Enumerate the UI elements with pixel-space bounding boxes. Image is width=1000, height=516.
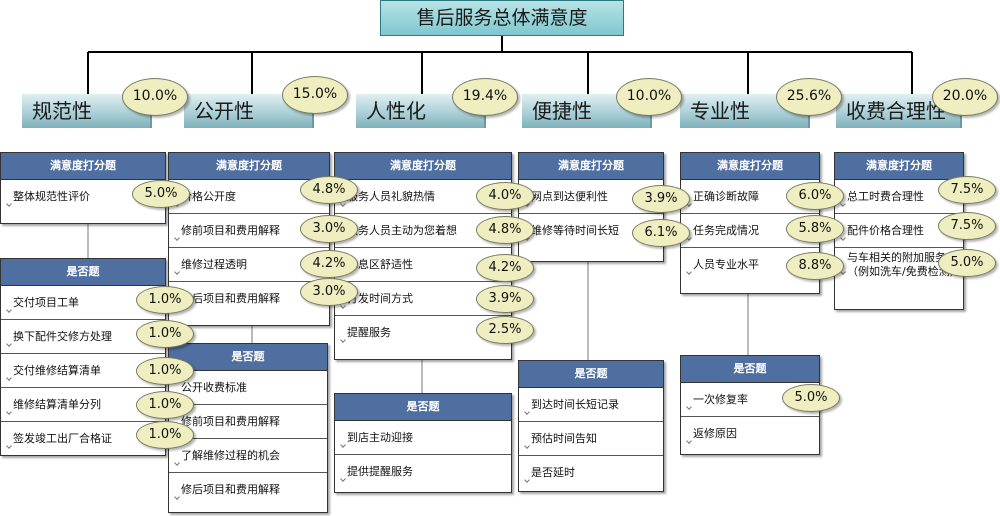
scored-header: 满意度打分题 (519, 153, 663, 180)
scored-header: 满意度打分题 (681, 153, 819, 180)
category-weight-badge: 19.4% (452, 78, 518, 116)
item-weight-badge: 2.5% (476, 316, 534, 344)
category-weight-badge: 15.0% (282, 76, 348, 114)
item-weight-badge: 3.0% (300, 215, 358, 243)
yesno-header: 是否题 (335, 394, 511, 421)
category-weight-badge: 25.6% (776, 78, 842, 116)
list-item: 预估时间告知 (519, 422, 663, 456)
list-item: 与车相关的附加服务（例如洗车/免费检测） (835, 248, 963, 310)
yesno-header: 是否题 (681, 356, 819, 383)
yesno-header: 是否题 (1, 259, 165, 286)
list-item: 到达时间长短记录 (519, 388, 663, 422)
item-weight-badge: 5.0% (938, 249, 996, 277)
category-weight-badge: 20.0% (932, 78, 998, 116)
list-item: 修后项目和费用解释 (169, 282, 329, 316)
item-weight-badge: 1.0% (136, 421, 194, 449)
yesno-box-humanization: 是否题 到店主动迎接 提供提醒服务 (334, 393, 512, 493)
item-weight-badge: 1.0% (136, 391, 194, 419)
item-weight-badge: 3.9% (632, 185, 690, 213)
scored-box-convenience: 满意度打分题 网点到达便利性 维修等待时间长短 (518, 152, 664, 262)
yesno-header: 是否题 (519, 361, 663, 388)
category-weight-badge: 10.0% (616, 78, 682, 116)
item-weight-badge: 1.0% (136, 286, 194, 314)
item-weight-badge: 5.8% (786, 215, 844, 243)
scored-header: 满意度打分题 (835, 153, 963, 180)
item-weight-badge: 7.5% (938, 176, 996, 204)
list-item: 修后项目和费用解释 (169, 473, 327, 507)
item-weight-badge: 4.0% (476, 182, 534, 210)
category-weight-badge: 10.0% (122, 78, 188, 116)
yesno-box-openness: 是否题 公开收费标准 修前项目和费用解释 了解维修过程的机会 修后项目和费用解释 (168, 343, 328, 513)
list-item: 提醒服务 (335, 316, 511, 350)
item-weight-badge: 1.0% (136, 320, 194, 348)
item-weight-badge: 7.5% (938, 212, 996, 240)
root-title: 售后服务总体满意度 (380, 0, 624, 36)
item-weight-badge: 3.0% (300, 278, 358, 306)
item-weight-badge: 4.8% (476, 216, 534, 244)
scored-header: 满意度打分题 (169, 153, 329, 180)
item-weight-badge: 5.0% (132, 180, 190, 208)
list-item: 了解维修过程的机会 (169, 439, 327, 473)
list-item: 签发竣工出厂合格证 (1, 422, 165, 456)
scored-header: 满意度打分题 (1, 153, 165, 180)
item-weight-badge: 4.8% (300, 176, 358, 204)
item-weight-badge: 6.1% (632, 219, 690, 247)
list-item: 维修等待时间长短 (519, 214, 663, 248)
yesno-header: 是否题 (169, 344, 327, 371)
item-weight-badge: 4.2% (476, 254, 534, 282)
item-weight-badge: 8.8% (786, 252, 844, 280)
list-item: 到店主动迎接 (335, 421, 511, 455)
category-standardization: 规范性 (22, 94, 152, 128)
list-item: 是否延时 (519, 456, 663, 490)
list-item: 返修原因 (681, 417, 819, 451)
item-weight-badge: 4.2% (300, 250, 358, 278)
scored-header: 满意度打分题 (335, 153, 511, 180)
item-weight-badge: 6.0% (786, 182, 844, 210)
item-weight-badge: 5.0% (782, 384, 840, 412)
list-item: 人员专业水平 (681, 248, 819, 282)
item-weight-badge: 3.9% (476, 285, 534, 313)
yesno-box-convenience: 是否题 到达时间长短记录 预估时间告知 是否延时 (518, 360, 664, 492)
list-item: 提供提醒服务 (335, 455, 511, 489)
yesno-box-standardization: 是否题 交付项目工单 换下配件交修方处理 交付维修结算清单 维修结算清单分列 签… (0, 258, 166, 456)
item-weight-badge: 1.0% (136, 357, 194, 385)
list-item: 整体规范性评价 (1, 180, 165, 214)
